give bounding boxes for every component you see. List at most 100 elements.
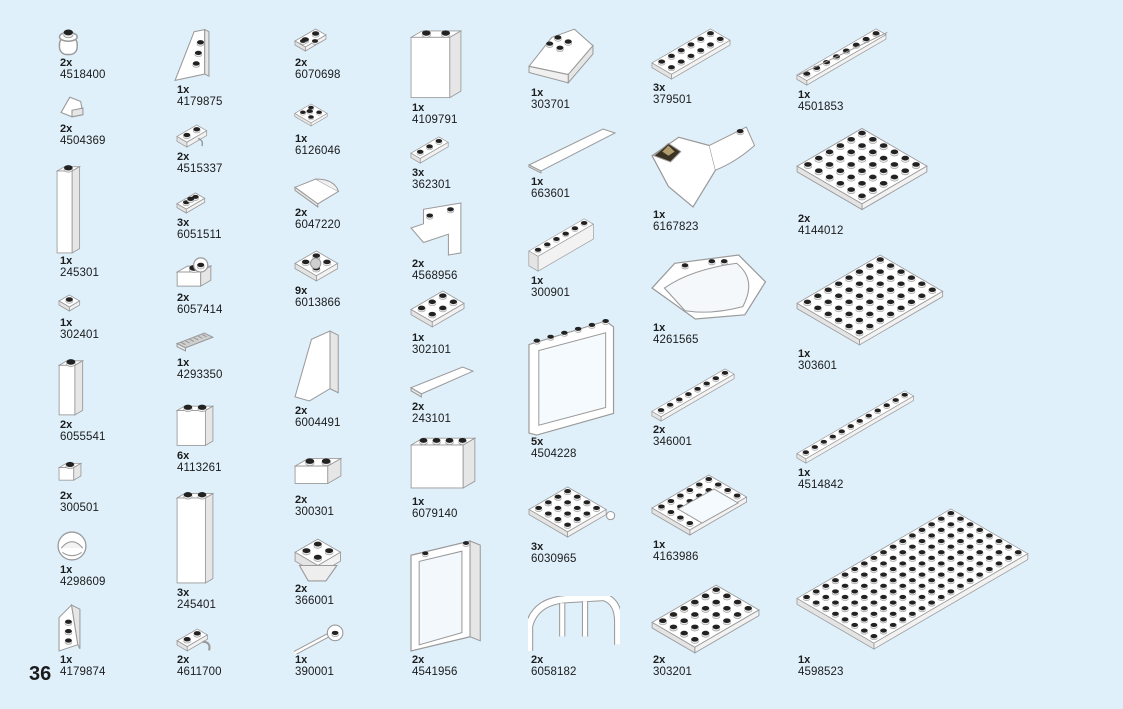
part-quantity: 1x [798, 654, 811, 666]
part-number: 6013866 [295, 297, 341, 309]
part-number: 300501 [60, 502, 99, 514]
part-quantity: 1x [653, 539, 666, 551]
part-number: 4541956 [412, 666, 458, 678]
part-quantity: 2x [60, 490, 73, 502]
part-quantity: 2x [295, 405, 308, 417]
part-number: 6047220 [295, 219, 341, 231]
part-number: 4611700 [177, 666, 222, 678]
plate-with-clips-icon [176, 124, 212, 148]
part-quantity: 2x [412, 654, 425, 666]
plate-1x8-rail-icon [796, 28, 916, 86]
part-number: 4109791 [412, 114, 458, 126]
part-quantity: 1x [177, 357, 190, 369]
part-quantity: 3x [653, 82, 666, 94]
slope-1x1-icon [60, 96, 84, 118]
brick-1x6-icon [528, 218, 618, 272]
part-number: 302401 [60, 329, 99, 341]
wedge-plate-right-icon [174, 28, 210, 82]
part-quantity: 1x [531, 176, 544, 188]
jumper-plate-icon [176, 192, 208, 214]
plate-8x16-icon [796, 508, 1068, 650]
part-number: 4298609 [60, 576, 106, 588]
part-quantity: 9x [295, 285, 308, 297]
bracket-plate-icon [294, 28, 334, 52]
part-number: 303201 [653, 666, 692, 678]
curved-canopy-icon [651, 254, 767, 320]
part-quantity: 2x [60, 419, 73, 431]
part-number: 300301 [295, 506, 334, 518]
part-number: 4163986 [653, 551, 699, 563]
wedge-plate-left-icon [58, 604, 84, 652]
tile-1x4-icon [410, 366, 474, 398]
part-number: 4598523 [798, 666, 844, 678]
panel-1x4x2-icon [410, 432, 476, 494]
part-number: 302101 [412, 344, 451, 356]
door-frame-icon [410, 540, 486, 652]
part-number: 6057414 [177, 304, 223, 316]
fence-arch-icon [528, 596, 620, 652]
brick-with-stud-side-icon [176, 256, 212, 288]
part-number: 6126046 [295, 145, 341, 157]
part-number: 346001 [653, 436, 692, 448]
plate-2x3-icon [410, 290, 466, 328]
inverted-slope-icon [294, 538, 342, 582]
part-quantity: 1x [295, 654, 308, 666]
plate-1x8-icon [651, 368, 767, 422]
part-quantity: 6x [177, 450, 190, 462]
part-quantity: 1x [412, 102, 425, 114]
part-quantity: 1x [60, 654, 73, 666]
part-quantity: 1x [60, 317, 73, 329]
part-quantity: 2x [653, 654, 666, 666]
plate-6x6-icon [796, 126, 928, 212]
part-number: 6055541 [60, 431, 106, 443]
part-quantity: 1x [295, 133, 308, 145]
part-quantity: 2x [60, 123, 73, 135]
part-quantity: 2x [295, 583, 308, 595]
part-number: 4504369 [60, 135, 106, 147]
tile-1x6-icon [528, 128, 618, 174]
part-quantity: 2x [177, 654, 190, 666]
jumper-plate-2x2-icon [294, 100, 328, 130]
plate-2x2-round-icon [294, 250, 342, 282]
part-quantity: 3x [177, 217, 190, 229]
cockpit-piece-icon [651, 126, 761, 208]
part-quantity: 3x [412, 167, 425, 179]
part-quantity: 2x [412, 258, 425, 270]
brick-1x1x3-icon [58, 358, 86, 416]
page-number: 36 [29, 663, 52, 685]
part-number: 4293350 [177, 369, 223, 381]
part-quantity: 1x [60, 564, 73, 576]
slope-2x4-icon [528, 28, 594, 84]
part-quantity: 1x [798, 348, 811, 360]
part-quantity: 1x [60, 255, 73, 267]
part-number: 4113261 [177, 462, 222, 474]
plate-1x3-icon [410, 136, 464, 164]
plate-4x4-wheels-icon [528, 486, 620, 538]
part-number: 245401 [177, 599, 216, 611]
part-quantity: 1x [177, 84, 190, 96]
part-number: 366001 [295, 595, 334, 607]
part-quantity: 1x [653, 209, 666, 221]
brick-1x2x5-icon [176, 490, 214, 585]
part-quantity: 5x [531, 436, 544, 448]
part-number: 390001 [295, 666, 334, 678]
part-quantity: 2x [653, 424, 666, 436]
part-number: 6167823 [653, 221, 699, 233]
part-quantity: 1x [798, 89, 811, 101]
part-number: 6030965 [531, 553, 577, 565]
part-quantity: 2x [177, 292, 190, 304]
brick-2x2x3-icon [410, 28, 462, 100]
part-quantity: 1x [412, 496, 425, 508]
part-quantity: 3x [531, 541, 544, 553]
part-number: 6070698 [295, 69, 341, 81]
plate-1x12-icon [796, 390, 960, 464]
curved-tile-icon [294, 178, 342, 208]
part-number: 303701 [531, 99, 570, 111]
brick-2x2-icon [294, 450, 342, 492]
part-number: 300901 [531, 287, 570, 299]
plate-4x6-icon [651, 584, 767, 654]
arch-1x2-icon [410, 202, 464, 256]
part-number: 4518400 [60, 69, 106, 81]
part-quantity: 1x [653, 322, 666, 334]
plate-1x1-icon [58, 294, 82, 312]
